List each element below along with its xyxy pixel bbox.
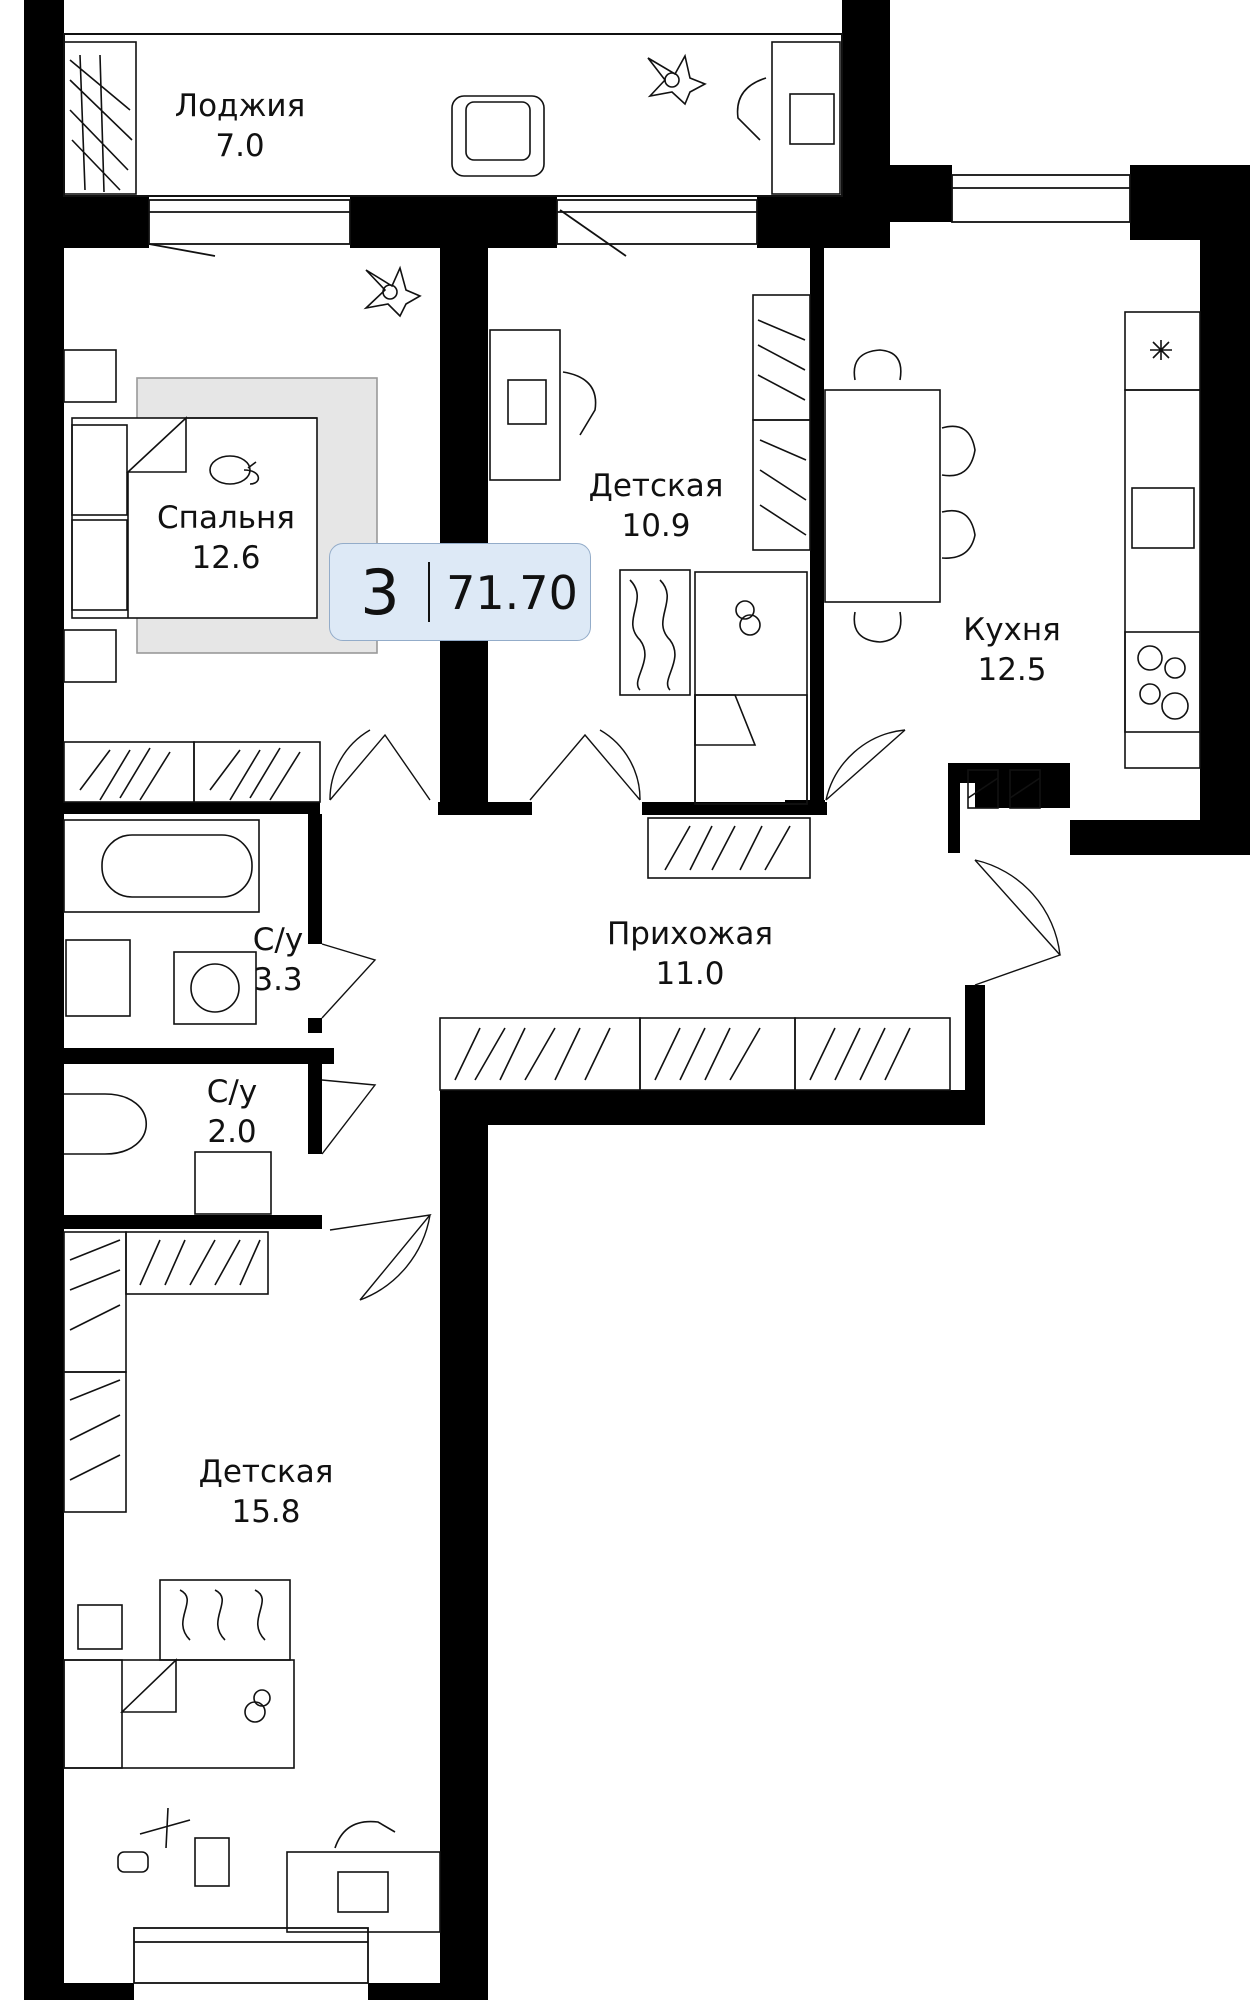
- teddy-bear-icon: [244, 1689, 271, 1723]
- rug: [619, 569, 691, 696]
- room-label-bath-1: С/у 3.3: [253, 920, 303, 1000]
- loggia-furniture: [451, 41, 841, 195]
- cat-icon: [209, 455, 260, 485]
- room-area: 3.3: [253, 962, 303, 998]
- room-area: 15.8: [231, 1494, 301, 1530]
- toilet-icon: [64, 1093, 148, 1155]
- room-area: 2.0: [207, 1114, 257, 1150]
- bathtub-icon: [63, 819, 260, 913]
- bed-icon: [694, 571, 808, 805]
- bed-icon: [63, 1659, 295, 1769]
- room-label-bath-2: С/у 2.0: [207, 1072, 257, 1152]
- walls: [24, 0, 1250, 2000]
- chair-icon: [853, 611, 902, 643]
- room-label-kitchen: Кухня 12.5: [963, 610, 1061, 690]
- badge-divider: [428, 562, 430, 622]
- room-area: 7.0: [215, 128, 265, 164]
- kitchen-furniture: [824, 311, 1201, 809]
- bed-icon: [71, 417, 318, 619]
- room-label-kids-2: Детская 15.8: [199, 1452, 334, 1532]
- kids-room-2-furniture: [63, 1579, 441, 1933]
- gamepad-icon: [117, 1851, 149, 1873]
- washing-machine-icon: [173, 951, 257, 1025]
- apartment-summary-badge: 3 71.70: [329, 543, 591, 641]
- laptop-icon: [337, 1871, 389, 1913]
- stove-icon: [1124, 631, 1201, 733]
- room-area: 12.6: [191, 540, 261, 576]
- desk-icon: [771, 41, 841, 195]
- bathroom-fixtures: [63, 819, 272, 1215]
- airplane-icon: [139, 1807, 191, 1849]
- room-name: Прихожая: [606, 916, 774, 952]
- desk-icon: [489, 329, 561, 481]
- chair-icon: [853, 349, 902, 381]
- armchair-icon: [451, 95, 545, 177]
- teddy-bear-icon: [735, 600, 761, 636]
- room-area: 10.9: [621, 508, 691, 544]
- sink-icon: [65, 939, 131, 1017]
- windows: [63, 33, 1131, 1984]
- laptop-icon: [507, 379, 547, 425]
- total-area: 71.70: [446, 566, 578, 620]
- sink-icon: [194, 1151, 272, 1215]
- room-name: С/у: [252, 922, 304, 958]
- wardrobes: [63, 41, 951, 1513]
- room-name: Детская: [588, 468, 724, 504]
- rug: [159, 1579, 291, 1661]
- room-label-loggia: Лоджия 7.0: [175, 86, 305, 166]
- room-name: С/у: [206, 1074, 258, 1110]
- doors: [321, 729, 1062, 1301]
- kids-room-1-furniture: [489, 329, 808, 805]
- flower-icon: [647, 53, 707, 106]
- dining-table: [824, 389, 941, 603]
- room-area: 11.0: [655, 956, 725, 992]
- room-label-bedroom: Спальня 12.6: [157, 498, 295, 578]
- room-label-kids-1: Детская 10.9: [589, 466, 724, 546]
- chair-icon: [941, 510, 976, 559]
- chair-icon: [562, 371, 597, 436]
- sink-icon: [1131, 487, 1195, 549]
- room-name: Кухня: [963, 612, 1061, 648]
- room-name: Детская: [198, 1454, 334, 1490]
- chair-icon: [941, 425, 976, 477]
- flower-icon: [363, 265, 422, 318]
- toy-piano: [194, 1837, 230, 1887]
- room-area: 12.5: [977, 652, 1047, 688]
- room-label-hallway: Прихожая 11.0: [607, 914, 773, 994]
- chair-icon: [736, 77, 767, 141]
- room-count: 3: [360, 556, 400, 629]
- room-name: Спальня: [157, 500, 295, 536]
- chair-icon: [334, 1820, 396, 1849]
- desk-icon: [286, 1851, 441, 1933]
- room-name: Лоджия: [174, 88, 306, 124]
